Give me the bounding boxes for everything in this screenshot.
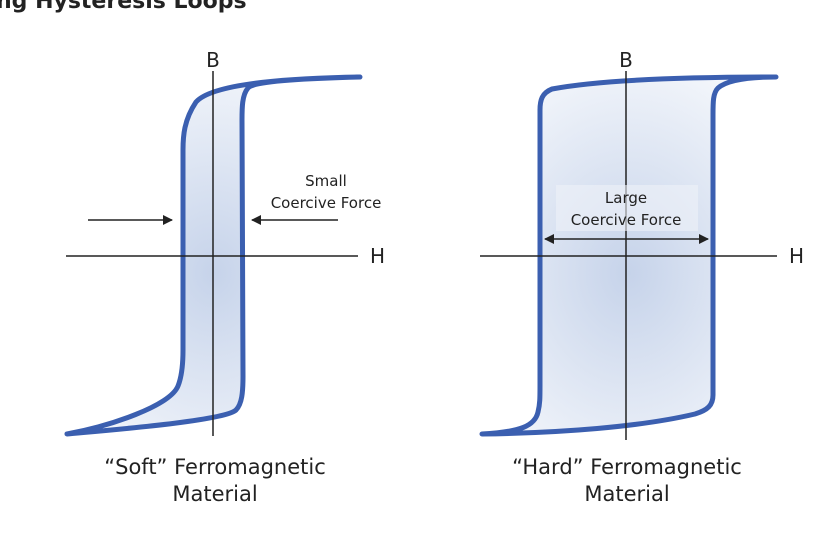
clipped-title: ng Hysteresis Loops: [0, 0, 247, 14]
soft-caption-line1: “Soft” Ferromagnetic: [104, 455, 326, 479]
soft-caption-line2: Material: [172, 482, 258, 506]
soft-caption: “Soft” Ferromagnetic Material: [55, 454, 375, 508]
soft-annotation-line1: Small: [305, 172, 347, 190]
hard-caption-line2: Material: [584, 482, 670, 506]
hard-annotation-line2: Coercive Force: [571, 211, 682, 229]
hard-caption-line1: “Hard” Ferromagnetic: [512, 455, 742, 479]
hard-caption: “Hard” Ferromagnetic Material: [467, 454, 787, 508]
hard-annotation-backdrop: [556, 185, 698, 231]
soft-h-label: H: [370, 244, 385, 268]
hard-b-label: B: [619, 48, 633, 72]
hard-annotation-line1: Large: [605, 189, 647, 207]
soft-b-label: B: [206, 48, 220, 72]
hard-h-label: H: [789, 244, 804, 268]
hard-loop-diagram: B H Large Coercive Force: [479, 48, 804, 440]
soft-loop-diagram: B H Small Coercive Force: [64, 48, 385, 437]
soft-annotation-line2: Coercive Force: [271, 194, 382, 212]
